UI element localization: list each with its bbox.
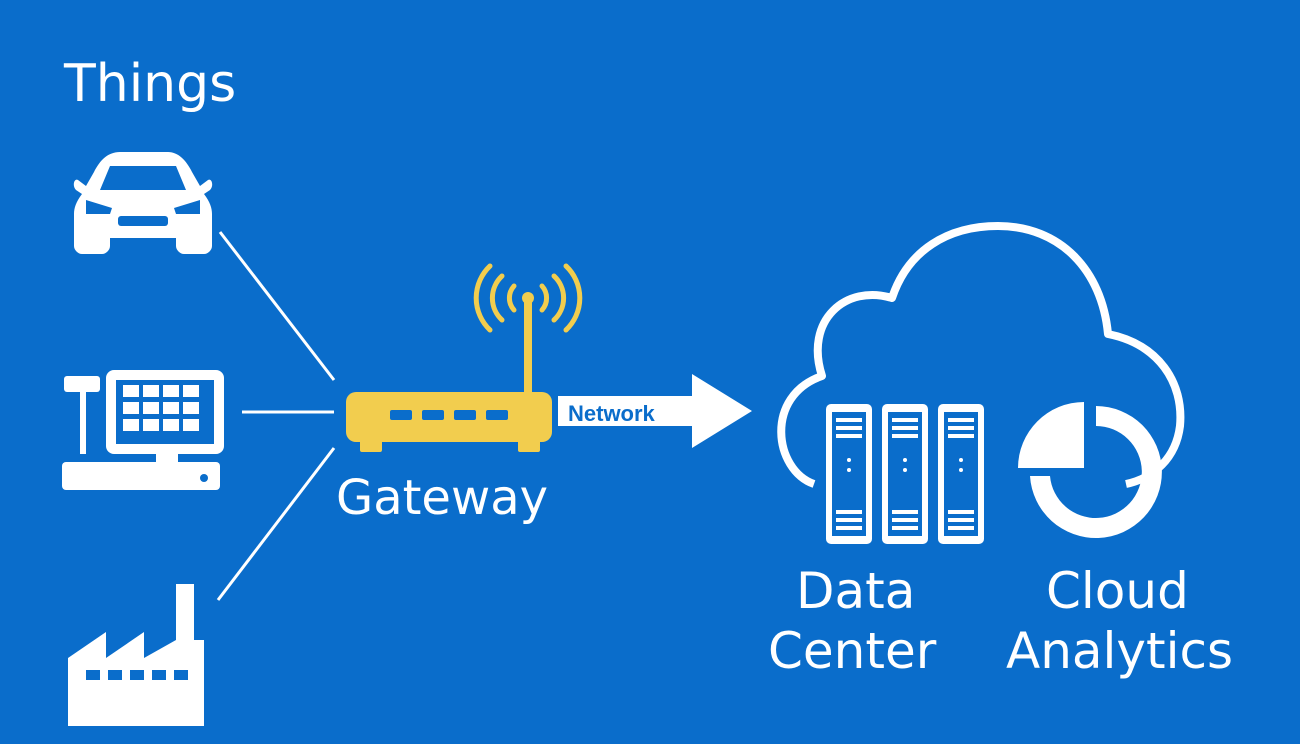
data-center-label-line-1: Data: [796, 562, 916, 620]
data-center-label-line-2: Center: [768, 622, 937, 680]
server-rack-icon: [826, 404, 984, 544]
connector-lines: [216, 231, 336, 601]
wifi-signal-icon: [473, 263, 583, 333]
cash-register-icon: [62, 370, 224, 490]
car-icon: [73, 152, 213, 254]
factory-icon: [68, 584, 204, 726]
server-unit: [826, 404, 872, 544]
pie-chart-icon: [1018, 402, 1162, 538]
cloud-analytics-label-line-1: Cloud: [1046, 562, 1189, 620]
network-label: Network: [568, 401, 655, 426]
server-unit: [882, 404, 928, 544]
connector-car-gateway: [218, 231, 336, 381]
cloud-icon: [777, 222, 1185, 488]
connector-factory-gateway: [216, 447, 336, 601]
cloud-analytics-label-line-2: Analytics: [1006, 622, 1234, 680]
things-title: Things: [64, 54, 237, 114]
gateway-label: Gateway: [336, 470, 549, 526]
server-unit: [938, 404, 984, 544]
router-icon: [346, 292, 552, 452]
network-arrow: [558, 374, 752, 448]
